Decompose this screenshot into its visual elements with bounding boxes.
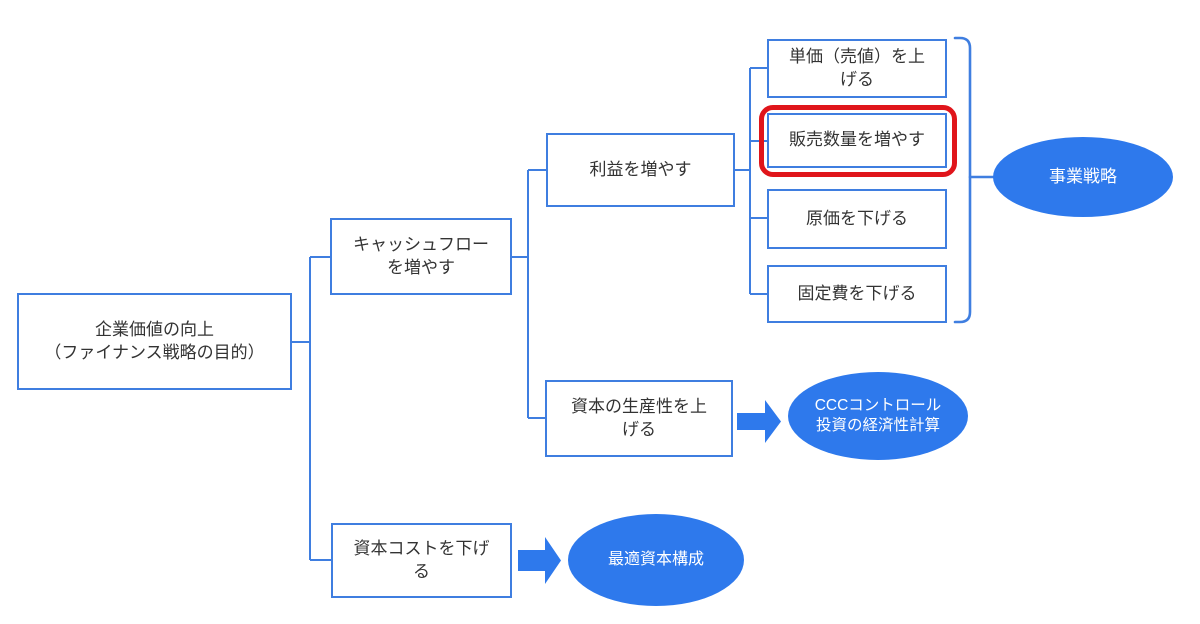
node-raise-capital-productivity: 資本の生産性を上 げる (545, 380, 733, 457)
ellipse-label: 事業戦略 (1049, 166, 1117, 186)
node-label: キャッシュフロー を増やす (353, 235, 489, 277)
ellipse-label: 最適資本構成 (607, 550, 704, 568)
node-increase-cashflow: キャッシュフロー を増やす (330, 218, 512, 295)
node-increase-profit: 利益を増やす (546, 133, 735, 207)
node-raise-unit-price: 単価（売値）を上 げる (767, 39, 947, 98)
node-lower-fixed-cost: 固定費を下げる (767, 265, 947, 323)
node-lower-cogs: 原価を下げる (767, 189, 947, 249)
node-label: 単価（売値）を上 げる (789, 47, 925, 89)
node-label: 固定費を下げる (797, 283, 917, 303)
node-label: 企業価値の向上 （ファイナンス戦略の目的） (44, 320, 265, 362)
block-arrow-icon (737, 400, 781, 443)
node-lower-capital-cost: 資本コストを下げ る (331, 523, 512, 598)
node-increase-sales-volume: 販売数量を増やす (767, 113, 947, 168)
block-arrow-icon (518, 537, 561, 584)
node-label: 原価を下げる (806, 208, 908, 228)
node-label: 資本コストを下げ る (353, 539, 490, 581)
node-label: 販売数量を増やす (789, 130, 925, 150)
bracket-icon (953, 36, 972, 324)
group-bracket (953, 36, 997, 324)
node-label: 利益を増やす (589, 159, 692, 179)
ellipse-ccc-control: CCCコントロール 投資の経済性計算 (788, 372, 968, 460)
node-corporate-value: 企業価値の向上 （ファイナンス戦略の目的） (17, 293, 292, 390)
ellipse-optimal-capital-structure: 最適資本構成 (568, 514, 744, 606)
ellipse-business-strategy: 事業戦略 (993, 137, 1173, 217)
node-label: 資本の生産性を上 げる (571, 397, 707, 439)
ellipse-label: CCCコントロール 投資の経済性計算 (814, 396, 942, 434)
